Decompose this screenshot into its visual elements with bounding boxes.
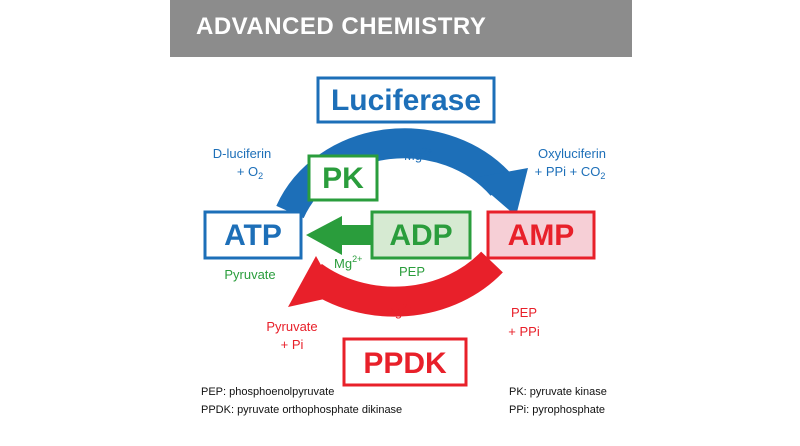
atp-box	[203, 210, 303, 260]
adp-box	[370, 210, 472, 260]
pk-label: PK	[322, 162, 364, 195]
mg-top-superscript: 2+	[422, 146, 432, 156]
footer-pk-definition: PK: pyruvate kinase	[509, 386, 607, 398]
pk-box	[307, 154, 379, 202]
ppi-co2-label: + PPi + CO2	[535, 164, 606, 181]
adp-label: ADP	[389, 219, 452, 252]
footer-pep-definition: PEP: phosphoenolpyruvate	[201, 386, 335, 398]
red-cycle-arc	[304, 251, 503, 317]
plus-pi-red-label: + Pi	[281, 337, 304, 352]
plus-o2-label: + O2	[237, 164, 263, 181]
mg-bottom-superscript: 2+	[402, 302, 412, 312]
pyruvate-green-label: Pyruvate	[224, 267, 275, 282]
pep-red-label: PEP	[511, 305, 537, 320]
pyruvate-red-label: Pyruvate	[266, 319, 317, 334]
amp-label: AMP	[508, 219, 575, 252]
mg-bottom-label: Mg2+	[384, 302, 412, 319]
footer-ppi-definition: PPi: pyrophosphate	[509, 404, 606, 416]
red-arrowhead	[288, 256, 338, 307]
oxyluciferin-label: Oxyluciferin	[538, 146, 606, 161]
atp-label: ATP	[224, 219, 282, 252]
green-arrow-shaft	[340, 225, 380, 245]
mg-top-label: Mg2+	[404, 146, 432, 163]
green-arrowhead	[306, 216, 342, 255]
luciferase-box	[316, 76, 496, 124]
plus-ppi-red-label: + PPi	[508, 324, 540, 339]
o2-subscript: 2	[258, 171, 263, 181]
ppdk-box	[342, 337, 468, 387]
ppdk-label: PPDK	[363, 347, 447, 380]
pep-green-label: PEP	[399, 264, 425, 279]
blue-arrowhead	[472, 168, 528, 216]
ppi-co-text: + PPi + CO	[535, 164, 601, 179]
header-title: ADVANCED CHEMISTRY	[196, 13, 487, 40]
amp-box	[486, 210, 596, 260]
mg-mid-superscript: 2+	[352, 254, 362, 264]
plus-o-text: + O	[237, 164, 258, 179]
mg-bottom-text: Mg	[384, 304, 402, 319]
mg-top-text: Mg	[404, 148, 422, 163]
mg-mid-text: Mg	[334, 256, 352, 271]
co2-subscript: 2	[600, 171, 605, 181]
header-banner: ADVANCED CHEMISTRY	[170, 0, 632, 57]
luciferase-label: Luciferase	[331, 84, 481, 117]
footer-ppdk-definition: PPDK: pyruvate orthophosphate dikinase	[201, 404, 403, 416]
d-luciferin-label: D-luciferin	[213, 146, 272, 161]
mg-mid-label: Mg2+	[334, 254, 362, 271]
